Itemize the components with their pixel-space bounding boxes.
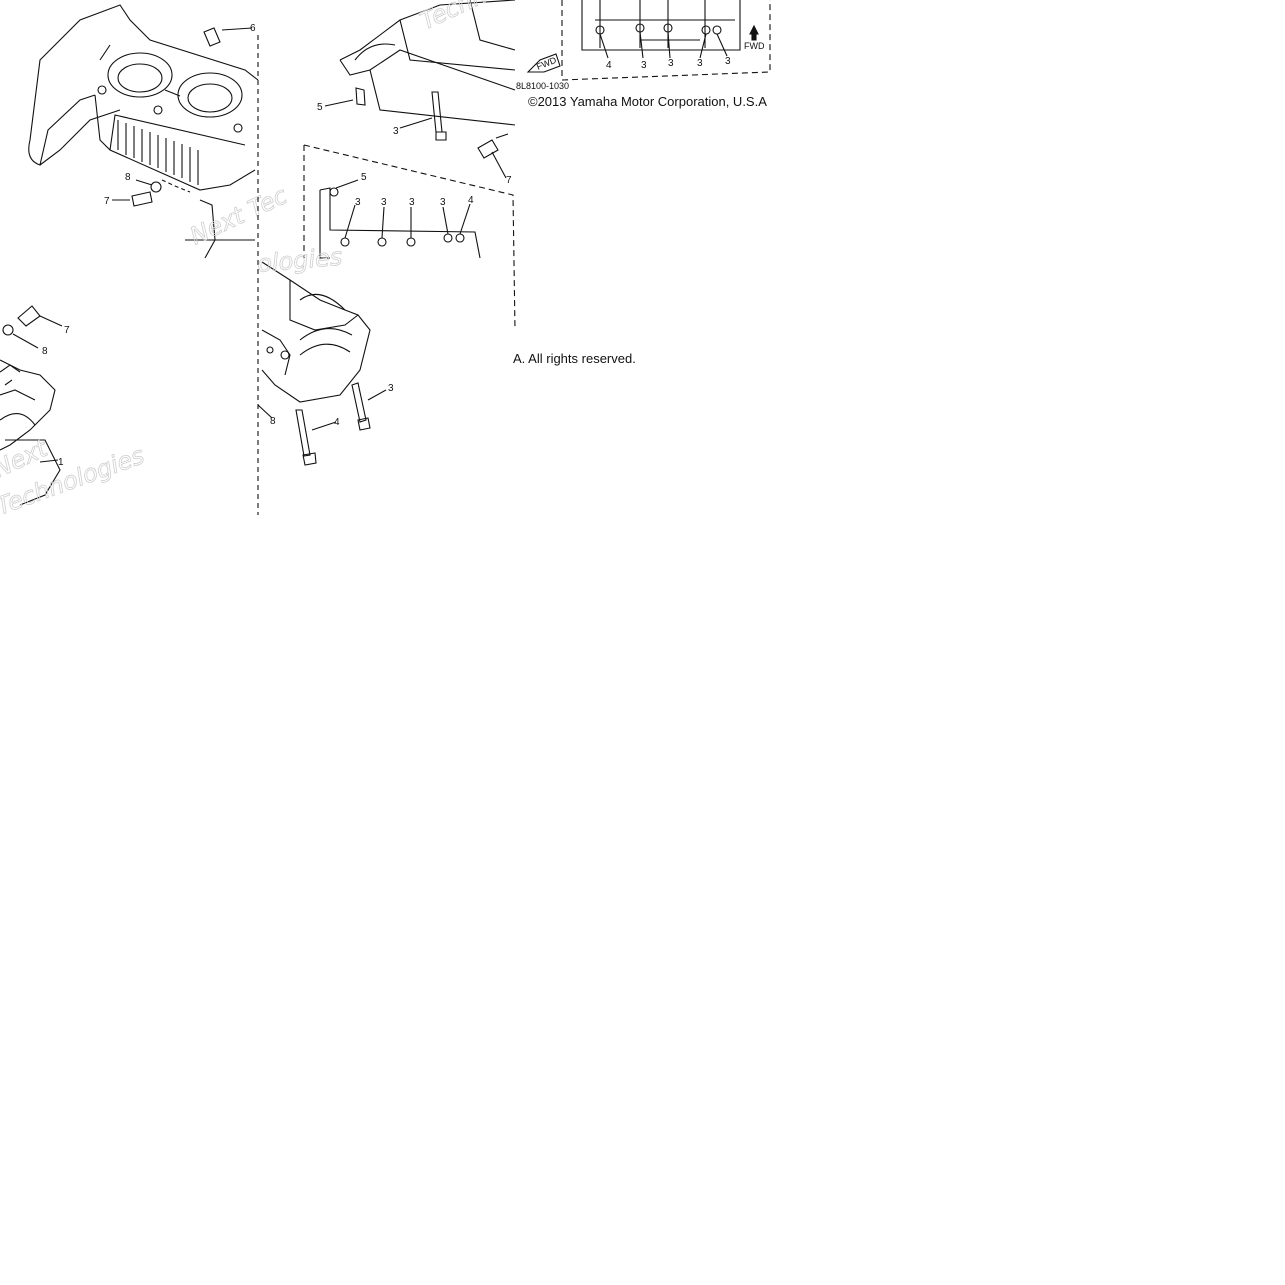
callout: 7 xyxy=(64,325,70,336)
callout: 6 xyxy=(250,23,256,34)
tile2-callouts: 5 3 7 5 3 3 3 3 4 xyxy=(317,102,512,208)
tile1-callouts: 6 8 7 xyxy=(104,23,256,207)
part-code: 8L8100-1030 xyxy=(516,81,569,91)
callout: 8 xyxy=(42,346,48,357)
callout: 8 xyxy=(270,416,276,427)
callout: 3 xyxy=(641,60,647,71)
callout: 4 xyxy=(606,60,612,71)
tile-crankcase-lower-plan xyxy=(526,0,771,81)
callout: 3 xyxy=(355,197,361,208)
tile-crankcase-upper xyxy=(28,4,259,259)
callout: 3 xyxy=(668,58,674,69)
callout: 3 xyxy=(409,197,415,208)
callout: 1 xyxy=(58,457,64,468)
callout: 7 xyxy=(506,175,512,186)
tile4-callouts: 7 8 1 xyxy=(42,325,70,468)
callout: 3 xyxy=(393,126,399,137)
fwd-arrow-label: FWD xyxy=(535,55,558,72)
watermark-text: Techn xyxy=(416,0,491,35)
tile-crankcase-assembly xyxy=(257,0,516,331)
callout: 4 xyxy=(468,195,474,206)
callout: 7 xyxy=(104,196,110,207)
rights-text: A. All rights reserved. xyxy=(513,351,636,366)
callout: 4 xyxy=(334,417,340,428)
watermark-text: ologies xyxy=(256,243,343,278)
callout: 3 xyxy=(697,58,703,69)
callout: 3 xyxy=(388,383,394,394)
tile-crankcase-detail-left xyxy=(0,305,63,506)
callout: 3 xyxy=(381,197,387,208)
callout: 5 xyxy=(361,172,367,183)
tile-crankcase-bearing xyxy=(257,260,387,515)
copyright-text: ©2013 Yamaha Motor Corporation, U.S.A xyxy=(528,94,767,109)
tile3-callouts: 4 3 3 3 3 FWD FWD 8L8100-1030 xyxy=(516,41,765,91)
callout: 8 xyxy=(125,172,131,183)
callout: 5 xyxy=(317,102,323,113)
callout: 3 xyxy=(725,56,731,67)
callout: 3 xyxy=(440,197,446,208)
fwd-label: FWD xyxy=(744,41,765,51)
tile5-callouts: 3 8 4 xyxy=(270,383,394,428)
